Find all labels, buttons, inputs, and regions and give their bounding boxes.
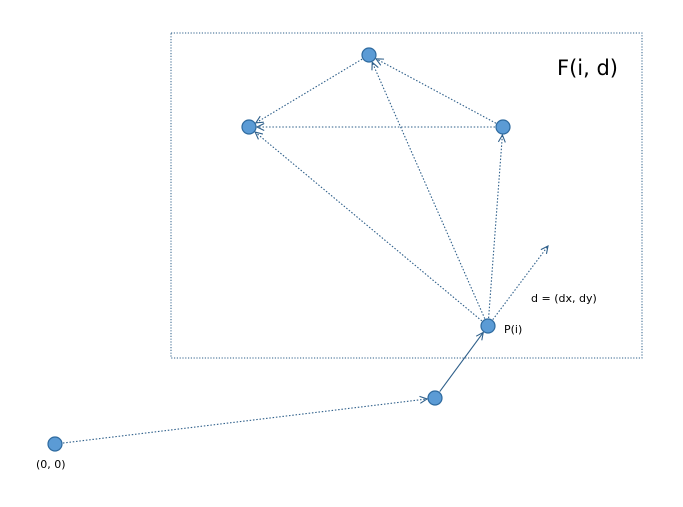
node-mid [427,390,443,406]
edge-origin-to-mid-arrowhead [419,395,429,404]
edge-p-to-right-arrowhead [497,133,506,143]
edge-top-to-left-arrowhead [254,115,264,124]
node-origin [47,436,63,452]
node-p [480,318,496,334]
point-p-label: P(i) [504,323,522,336]
edge-origin-to-mid [62,398,428,444]
edge-right-to-top [375,58,497,124]
direction-label: d = (dx, dy) [531,292,597,305]
region-frame [170,32,643,359]
edge-p-to-direction-tip-arrowhead [540,244,549,254]
edges [62,58,549,444]
edge-right-to-top-arrowhead [374,58,385,66]
edge-p-to-top [371,62,486,319]
node-right [495,119,511,135]
edge-p-to-right [488,134,503,319]
edge-p-to-left [254,131,483,322]
node-left [241,119,257,135]
edge-mid-to-p [439,332,484,392]
origin-label: (0, 0) [36,458,66,471]
edge-top-to-left [255,58,363,124]
edge-p-to-left-arrowhead [254,131,264,140]
edge-right-to-left-arrowhead [255,123,265,131]
edge-p-to-direction-tip [492,245,549,320]
edge-mid-to-p-arrowhead [475,331,485,341]
node-top [361,47,377,63]
frame-title: F(i, d) [557,56,618,80]
nodes [47,47,511,452]
edge-p-to-top-arrowhead [371,61,379,71]
